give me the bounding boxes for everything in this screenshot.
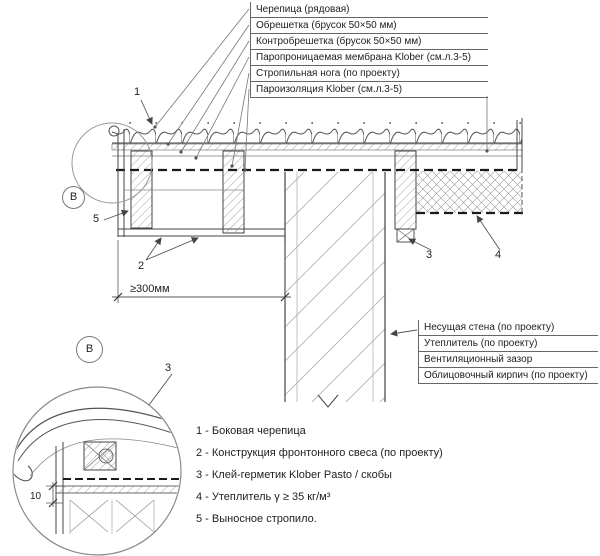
sealant-blob — [98, 448, 114, 464]
detail-circle — [12, 386, 182, 556]
dimension-overhang — [112, 240, 291, 303]
wall-section — [284, 172, 386, 408]
roof-layer-label-rafter: Стропильная нога (по проекту) — [251, 66, 488, 82]
roof-label-leaders — [153, 8, 489, 172]
roof-layer-labels: Черепица (рядовая) Обрешетка (брусок 50×… — [250, 2, 488, 98]
legend-item-4: 4 - Утеплитель γ ≥ 35 кг/м³ — [196, 491, 331, 503]
tile-layer — [112, 122, 522, 143]
roof-layer-label-batten: Обрешетка (брусок 50×50 мм) — [251, 18, 488, 34]
dimension-label-10: 10 — [30, 491, 42, 502]
legend-item-2: 2 - Конструкция фронтонного свеса (по пр… — [196, 447, 443, 459]
detail-content — [14, 407, 180, 534]
roof-layer-label-tile: Черепица (рядовая) — [251, 2, 488, 18]
legend-item-3: 3 - Клей-герметик Klober Pasto / скобы — [196, 469, 392, 481]
wall-layer-label-facing-brick: Облицовочный кирпич (по проекту) — [419, 368, 598, 384]
wall-break-mark — [317, 394, 339, 408]
dimension-label-300mm: ≥300мм — [130, 283, 170, 295]
detail-indicator-circle — [71, 122, 153, 204]
soffit-boards — [118, 189, 285, 237]
legend: 1 - Боковая черепица 2 - Конструкция фро… — [196, 420, 443, 530]
wall-layer-label-bearing-wall: Несущая стена (по проекту) — [419, 320, 598, 336]
callout-2: 2 — [138, 260, 145, 272]
legend-item-1: 1 - Боковая черепица — [196, 425, 306, 437]
section-marker-b: В — [62, 186, 85, 209]
detail-marker-b: В — [76, 336, 103, 363]
gable-edge — [516, 118, 523, 170]
wall-layer-labels: Несущая стена (по проекту) Утеплитель (п… — [418, 320, 598, 384]
wall-layer-label-insulation: Утеплитель (по проекту) — [419, 336, 598, 352]
roof-layer-label-vapor-barrier: Пароизоляция Klober (см.л.3-5) — [251, 82, 488, 98]
callout-1: 1 — [134, 86, 141, 98]
dimension-10 — [46, 481, 63, 508]
fascia-board — [108, 125, 125, 237]
rafter-block — [222, 150, 245, 234]
roof-layer-label-membrane: Паропроницаемая мембрана Klober (см.л.3-… — [251, 50, 488, 66]
wall-label-leader — [390, 329, 418, 337]
side-tile-curl — [14, 449, 33, 482]
callout-3-detail: 3 — [165, 362, 172, 374]
insulation-band — [416, 168, 524, 215]
callout-3: 3 — [426, 249, 433, 261]
legend-item-5: 5 - Выносное стропило. — [196, 513, 317, 525]
callout-5: 5 — [93, 213, 100, 225]
roof-layer-label-counter-batten: Контробрешетка (брусок 50×50 мм) — [251, 34, 488, 50]
batten-layer — [111, 143, 523, 151]
callout-4: 4 — [495, 249, 502, 261]
rafter-block — [394, 150, 417, 230]
wall-layer-label-air-gap: Вентиляционный зазор — [419, 352, 598, 368]
detail-view — [12, 386, 182, 556]
